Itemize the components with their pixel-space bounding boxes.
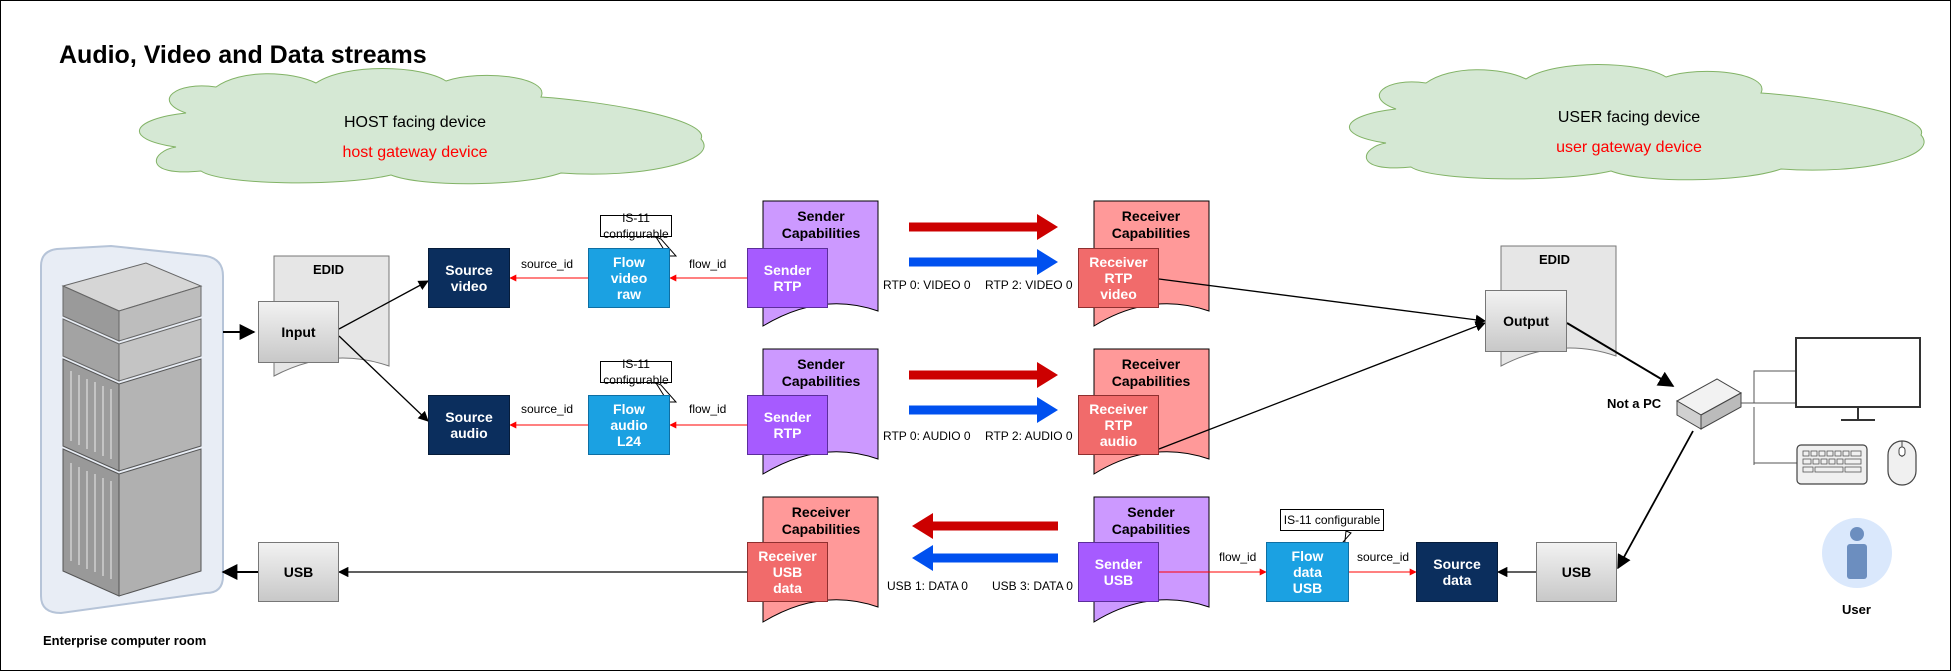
data-receiver-stream-label: USB 1: DATA 0 — [887, 579, 968, 593]
host-edid-label: EDID — [313, 262, 345, 277]
flow-id-label-audio: flow_id — [689, 402, 727, 416]
host-cloud: HOST facing device host gateway device — [139, 68, 705, 185]
user-cloud-subtitle: user gateway device — [1556, 139, 1702, 156]
audio-sender-stream-label: RTP 0: AUDIO 0 — [883, 429, 971, 443]
cloud-icon — [1349, 64, 1925, 181]
receiver-rtp-audio-box: Receiver RTP audio — [1078, 395, 1159, 455]
red-connectors — [509, 274, 1417, 576]
host-cloud-subtitle: host gateway device — [343, 144, 488, 161]
sender-capabilities-data-title-1: Sender — [1127, 504, 1175, 520]
video-sender-stream-label: RTP 0: VIDEO 0 — [883, 278, 971, 292]
receiver-capabilities-data-title-1: Receiver — [792, 504, 851, 520]
page-title: Audio, Video and Data streams — [59, 41, 427, 69]
not-a-pc-label: Not a PC — [1607, 396, 1662, 411]
source-id-label-video: source_id — [521, 257, 574, 271]
sender-rtp-audio-box: Sender RTP — [747, 395, 828, 455]
sender-capabilities-video-title-1: Sender — [797, 208, 845, 224]
cloud-icon — [139, 68, 705, 185]
host-input-port: Input — [258, 301, 339, 363]
source-id-label-data: source_id — [1357, 550, 1410, 564]
usb-right-box: USB — [1536, 542, 1617, 602]
is11-callout-audio: IS-11 configurable — [600, 357, 672, 387]
sender-capabilities-video-title-2: Capabilities — [782, 225, 861, 241]
monitor-icon — [1795, 337, 1921, 421]
user-icon — [1822, 518, 1892, 588]
server-rack-icon — [40, 244, 224, 615]
source-data-box: Source data — [1416, 542, 1498, 602]
sender-rtp-video-box: Sender RTP — [747, 248, 828, 308]
mouse-icon — [1887, 440, 1917, 486]
keyboard-icon — [1796, 444, 1868, 485]
is11-callout-data: IS-11 configurable — [1280, 509, 1384, 531]
flow-id-label-data: flow_id — [1219, 550, 1257, 564]
sender-usb-data-box: Sender USB — [1078, 542, 1159, 602]
flow-id-label-video: flow_id — [689, 257, 727, 271]
sender-capabilities-audio-title-2: Capabilities — [782, 373, 861, 389]
is11-callout-video: IS-11 configurable — [600, 211, 672, 241]
user-cloud: USER facing device user gateway device — [1349, 64, 1925, 181]
flow-video-box: Flow video raw — [588, 248, 670, 308]
source-video-box: Source video — [428, 248, 510, 308]
receiver-capabilities-data-title-2: Capabilities — [782, 521, 861, 537]
user-edid-label: EDID — [1539, 252, 1571, 267]
user-output-port: Output — [1485, 290, 1567, 352]
receiver-usb-data-box: Receiver USB data — [747, 542, 828, 602]
receiver-capabilities-audio-title-1: Receiver — [1122, 356, 1181, 372]
video-receiver-stream-label: RTP 2: VIDEO 0 — [985, 278, 1073, 292]
source-id-label-audio: source_id — [521, 402, 574, 416]
user-cloud-title: USER facing device — [1558, 109, 1700, 126]
set-top-box-icon — [1675, 378, 1743, 430]
receiver-capabilities-audio-title-2: Capabilities — [1112, 373, 1191, 389]
audio-receiver-stream-label: RTP 2: AUDIO 0 — [985, 429, 1073, 443]
stream-arrows — [909, 214, 1058, 571]
sender-capabilities-audio-title-1: Sender — [797, 356, 845, 372]
flow-data-box: Flow data USB — [1266, 542, 1349, 602]
host-cloud-title: HOST facing device — [344, 114, 486, 131]
server-caption: Enterprise computer room — [43, 633, 207, 648]
user-label: User — [1842, 602, 1871, 617]
source-audio-box: Source audio — [428, 395, 510, 455]
peripheral-cables — [1741, 370, 1801, 465]
data-sender-stream-label: USB 3: DATA 0 — [992, 579, 1073, 593]
receiver-rtp-video-box: Receiver RTP video — [1078, 248, 1159, 308]
sender-capabilities-data-title-2: Capabilities — [1112, 521, 1191, 537]
usb-left-box: USB — [258, 542, 339, 602]
flow-audio-box: Flow audio L24 — [588, 395, 670, 455]
receiver-capabilities-video-title-1: Receiver — [1122, 208, 1181, 224]
black-connectors — [221, 278, 1694, 580]
receiver-capabilities-video-title-2: Capabilities — [1112, 225, 1191, 241]
